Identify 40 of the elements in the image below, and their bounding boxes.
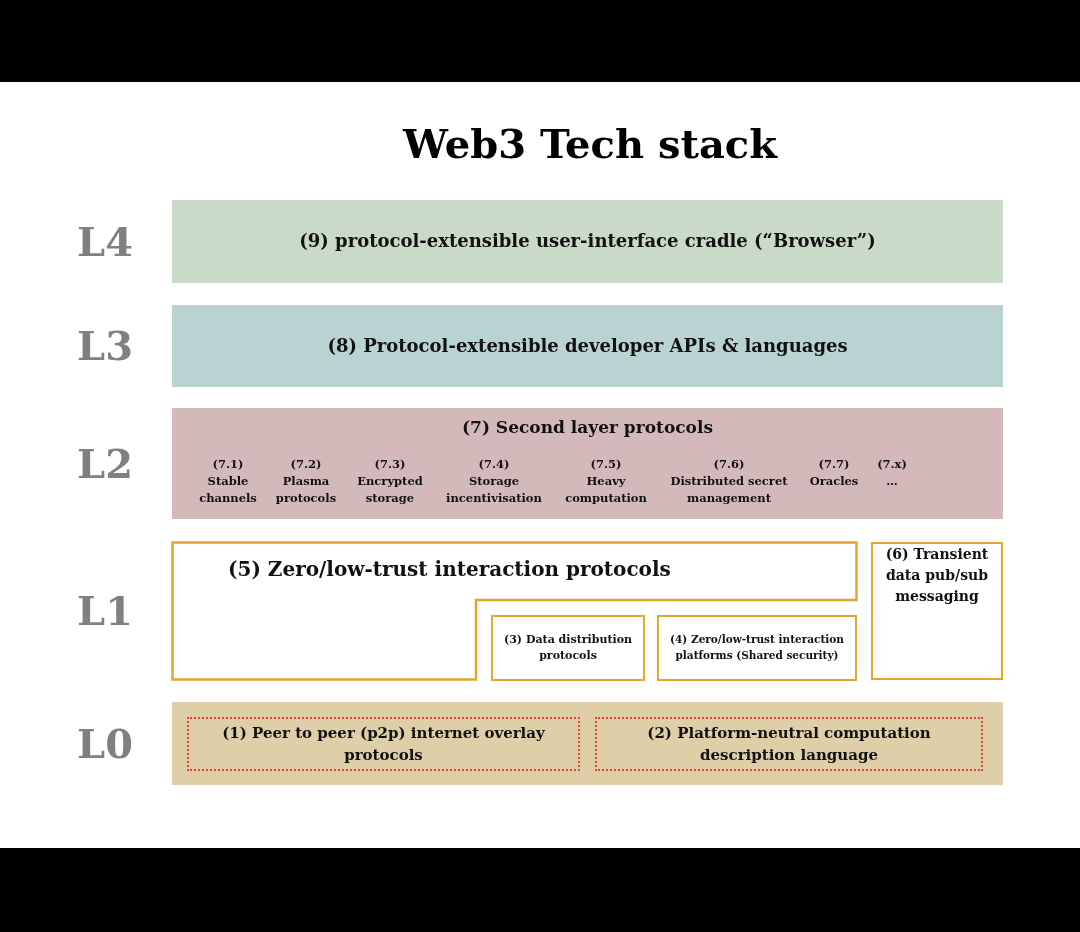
diagram-title: Web3 Tech stack (401, 119, 779, 169)
item-number: (7.3) (373, 456, 407, 473)
layer-band (172, 408, 1003, 519)
layer-label: L2 (76, 439, 134, 488)
item-label: Plasma protocols (274, 473, 338, 507)
layer-band (172, 305, 1003, 387)
item-number: (7.x) (876, 456, 908, 473)
protocol-box (657, 615, 857, 681)
item-label: Storage incentivisation (445, 473, 543, 507)
item-number: (7.2) (289, 456, 323, 473)
protocol-box (595, 717, 983, 771)
item-label: … (885, 473, 899, 490)
box-label: (2) Platform-neutral computation description language (646, 722, 932, 766)
box-label: (4) Zero/low-trust interaction platforms (Shared security) (669, 632, 845, 663)
layer-label: L3 (76, 322, 134, 370)
band-title: (7) Second layer protocols (461, 416, 714, 439)
band-title: (9) protocol-extensible user-interface cradle (“Browser”) (298, 229, 877, 254)
protocol-box (187, 717, 580, 771)
layer-band (172, 200, 1003, 283)
layer-label: L4 (76, 217, 134, 266)
layer-label: L1 (76, 587, 134, 635)
protocol-box (491, 615, 645, 681)
item-number: (7.6) (712, 456, 746, 473)
item-number: (7.7) (817, 456, 851, 473)
box-label: (1) Peer to peer (p2p) internet overlay protocols (221, 722, 546, 766)
item-number: (7.1) (211, 456, 245, 473)
layer-band (172, 702, 1003, 785)
item-label: Heavy computation (564, 473, 648, 507)
item-label: Oracles (808, 473, 860, 490)
layer-label: L0 (76, 719, 134, 768)
item-label: Distributed secret management (669, 473, 789, 507)
box-label: (3) Data distribution protocols (503, 631, 633, 664)
item-number: (7.5) (589, 456, 623, 473)
item-label: Stable channels (198, 473, 258, 507)
box-label: (5) Zero/low-trust interaction protocols (228, 557, 671, 581)
band-title: (8) Protocol-extensible developer APIs & languages (326, 333, 849, 358)
box-label: (6) Transient data pub/sub messaging (884, 545, 990, 606)
item-number: (7.4) (477, 456, 511, 473)
protocol-box (871, 542, 1003, 680)
item-label: Encrypted storage (356, 473, 424, 507)
